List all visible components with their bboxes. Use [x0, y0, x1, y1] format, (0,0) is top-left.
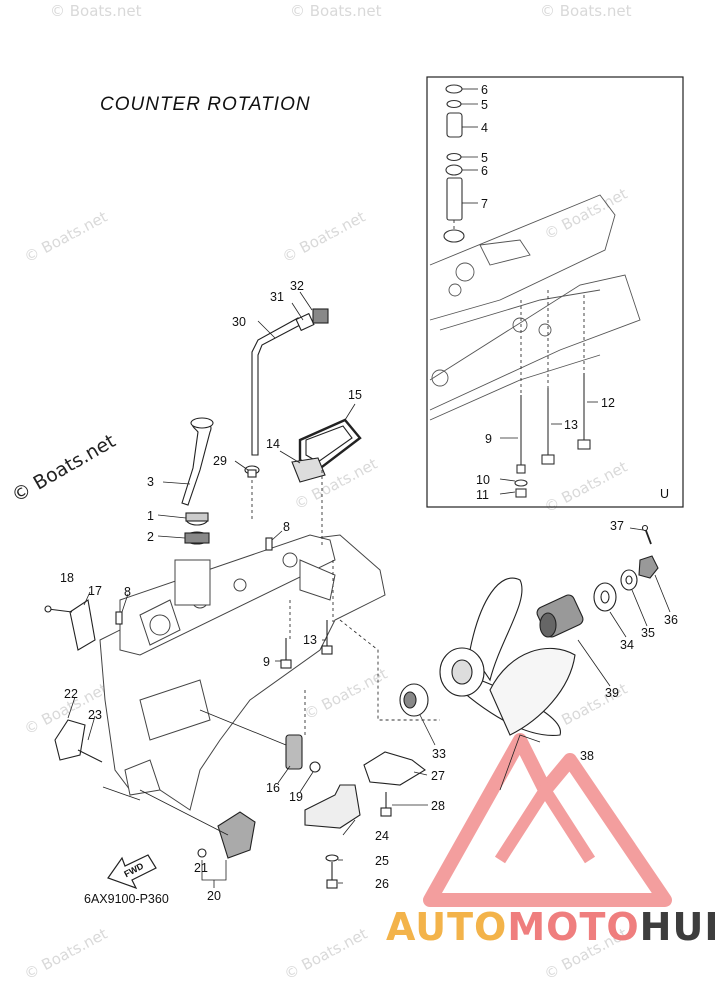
- inset-parts: [443, 84, 591, 498]
- callout: 4: [481, 121, 488, 135]
- logo-text-moto: MOTO: [507, 905, 640, 949]
- callout: 10: [476, 473, 490, 487]
- callout: 25: [375, 854, 389, 868]
- callout: 1: [147, 509, 154, 523]
- callout: 38: [580, 749, 594, 763]
- logo-text-auto: AUTO: [386, 905, 508, 949]
- gearcase-housing: [99, 534, 386, 811]
- callout: 3: [147, 475, 154, 489]
- watermark: © Boats.net: [290, 2, 382, 20]
- callout: 35: [641, 626, 655, 640]
- callout: 14: [266, 437, 280, 451]
- callout: 36: [664, 613, 678, 627]
- inset-guide-lines: [453, 220, 585, 395]
- callout: 22: [64, 687, 78, 701]
- callout: 13: [564, 418, 578, 432]
- callout: 37: [610, 519, 624, 533]
- callout: 32: [290, 279, 304, 293]
- callout: 28: [431, 799, 445, 813]
- callout: 13: [303, 633, 317, 647]
- logo-mark: [423, 733, 672, 907]
- inset-corner-letter: U: [660, 487, 669, 501]
- callout: 18: [60, 571, 74, 585]
- callout: 2: [147, 530, 154, 544]
- detail-inset-frame: [426, 76, 684, 508]
- callout: 33: [432, 747, 446, 761]
- callout: 26: [375, 877, 389, 891]
- callout: 8: [124, 585, 131, 599]
- callout: 6: [481, 83, 488, 97]
- callout: 27: [431, 769, 445, 783]
- logo-text-hub: HUB: [639, 905, 715, 949]
- callout: 16: [266, 781, 280, 795]
- automotohub-logo: AUTOMOTOHUB: [386, 905, 715, 949]
- callout: 5: [481, 98, 488, 112]
- propeller-assembly: [304, 524, 659, 889]
- watermark: © Boats.net: [50, 2, 142, 20]
- inset-leader-lines: [461, 88, 598, 495]
- assembly-guide-lines: [251, 470, 440, 735]
- callout: 17: [88, 584, 102, 598]
- callout: 20: [207, 889, 221, 903]
- callout: 12: [601, 396, 615, 410]
- callout: 31: [270, 290, 284, 304]
- callout: 5: [481, 151, 488, 165]
- callout: 11: [476, 488, 489, 502]
- inset-housing-sketch: [429, 194, 641, 421]
- callout: 23: [88, 708, 102, 722]
- diagram-title: COUNTER ROTATION: [100, 94, 311, 115]
- callout: 9: [263, 655, 270, 669]
- callout: 34: [620, 638, 634, 652]
- callout: 29: [213, 454, 227, 468]
- callout: 21: [194, 861, 208, 875]
- callout: 6: [481, 164, 488, 178]
- callout: 39: [605, 686, 619, 700]
- callout: 9: [485, 432, 492, 446]
- leader-lines: [67, 291, 671, 888]
- watermark: © Boats.net: [540, 2, 632, 20]
- callout-labels: 6 5 4 5 6 7 12 13 9 10 11 32 31 30 15 14…: [60, 83, 678, 903]
- callout: 7: [481, 197, 488, 211]
- callout: 19: [289, 790, 303, 804]
- callout: 8: [283, 520, 290, 534]
- diagram-code: 6AX9100-P360: [84, 892, 169, 906]
- fwd-arrow: FWD: [107, 854, 157, 890]
- callout: 15: [348, 388, 362, 402]
- callout: 30: [232, 315, 246, 329]
- callout: 24: [375, 829, 389, 843]
